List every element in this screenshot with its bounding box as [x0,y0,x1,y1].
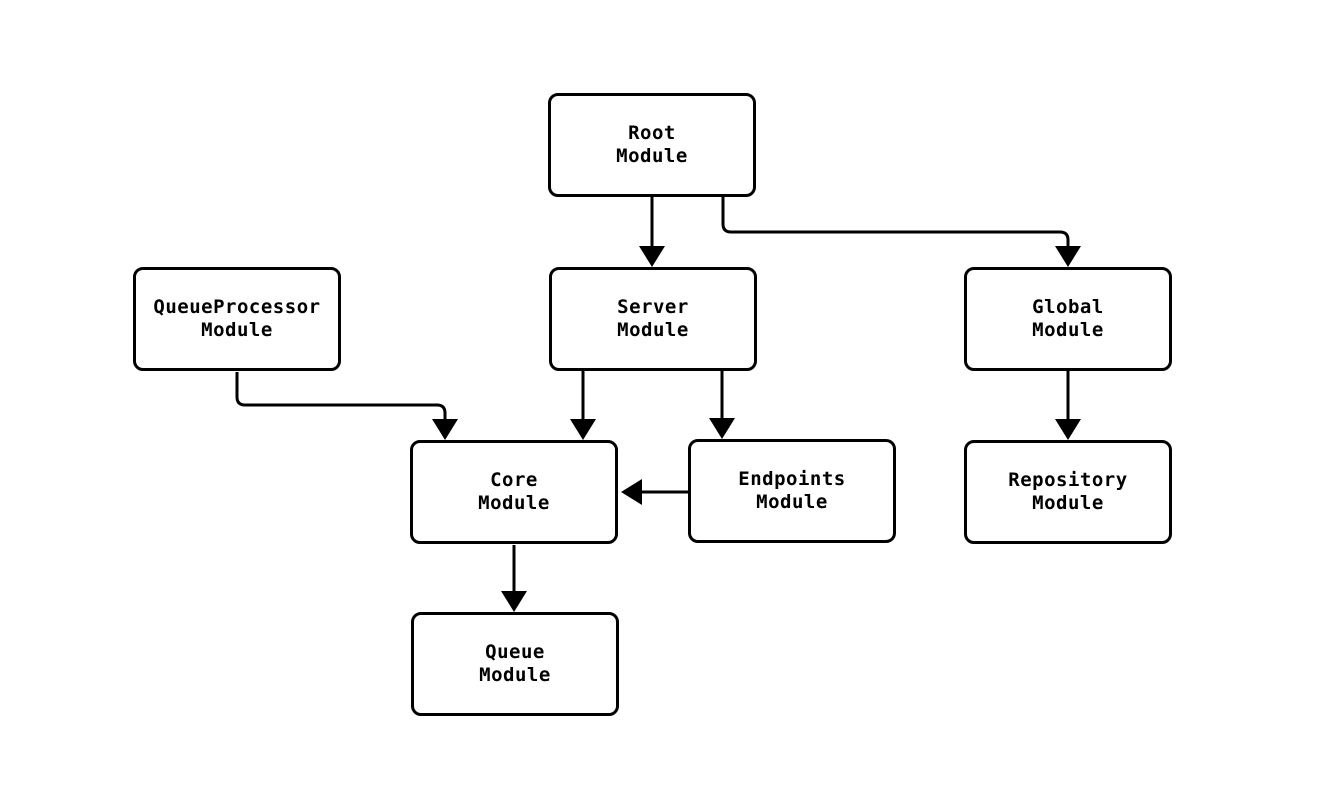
node-label-line1: Core [490,469,538,491]
node-root-module: Root Module [548,93,756,197]
node-label-line1: QueueProcessor [153,296,321,318]
node-label-line2: Module [617,319,689,341]
node-label-line2: Module [616,145,688,167]
node-label-line1: Global [1032,296,1104,318]
node-label-line2: Module [478,492,550,514]
edge-root-to-server [639,197,665,267]
edge-server-to-endpoints [709,371,735,439]
node-repository-module: Repository Module [964,440,1172,544]
node-label-line1: Queue [485,641,545,663]
node-label-line2: Module [756,491,828,513]
node-label-line1: Endpoints [738,468,846,490]
node-queueprocessor-module: QueueProcessor Module [133,267,341,371]
edge-server-to-core [570,371,596,440]
node-label-line1: Root [628,122,676,144]
node-queue-module: Queue Module [411,612,619,716]
node-label-line1: Repository [1008,469,1128,491]
node-endpoints-module: Endpoints Module [688,439,896,543]
node-label-line2: Module [201,319,273,341]
edge-global-to-repository [1055,371,1081,440]
node-global-module: Global Module [964,267,1172,371]
edge-root-to-global [721,197,1081,267]
node-label-line2: Module [1032,492,1104,514]
edge-queueprocessor-to-core [235,372,458,440]
node-label-line1: Server [617,296,689,318]
node-core-module: Core Module [410,440,618,544]
node-label-line2: Module [479,664,551,686]
edge-endpoints-to-core [621,479,688,505]
node-label-line2: Module [1032,319,1104,341]
node-server-module: Server Module [549,267,757,371]
edge-core-to-queue [501,545,527,612]
